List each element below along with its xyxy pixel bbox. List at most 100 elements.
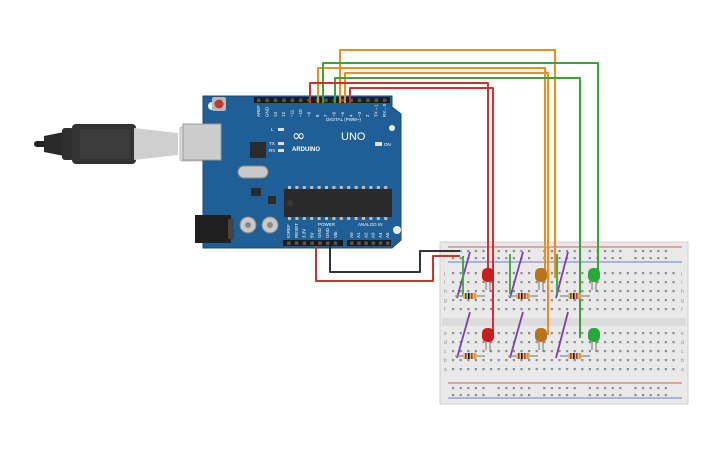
breadboard-hole[interactable] (467, 308, 470, 311)
analog-pin-socket[interactable] (357, 241, 361, 246)
rail-hole[interactable] (467, 387, 470, 390)
breadboard-hole[interactable] (619, 272, 622, 275)
breadboard-hole[interactable] (604, 350, 607, 353)
breadboard-hole[interactable] (672, 341, 675, 344)
breadboard-hole[interactable] (512, 308, 515, 311)
rail-hole[interactable] (611, 257, 614, 260)
rail-hole[interactable] (664, 387, 667, 390)
breadboard-hole[interactable] (634, 308, 637, 311)
rail-hole[interactable] (497, 257, 500, 260)
breadboard-hole[interactable] (474, 341, 477, 344)
rail-hole[interactable] (505, 394, 508, 397)
breadboard-hole[interactable] (566, 359, 569, 362)
rail-hole[interactable] (634, 250, 637, 253)
breadboard-hole[interactable] (626, 359, 629, 362)
rail-hole[interactable] (604, 250, 607, 253)
breadboard-hole[interactable] (604, 359, 607, 362)
breadboard-hole[interactable] (588, 299, 591, 302)
breadboard-hole[interactable] (520, 308, 523, 311)
breadboard-hole[interactable] (642, 290, 645, 293)
rail-hole[interactable] (452, 394, 455, 397)
breadboard-hole[interactable] (482, 341, 485, 344)
rail-hole[interactable] (459, 257, 462, 260)
breadboard-hole[interactable] (634, 350, 637, 353)
breadboard-hole[interactable] (535, 350, 538, 353)
breadboard-hole[interactable] (467, 359, 470, 362)
rail-hole[interactable] (619, 257, 622, 260)
breadboard-hole[interactable] (482, 281, 485, 284)
breadboard-hole[interactable] (566, 272, 569, 275)
breadboard-hole[interactable] (459, 359, 462, 362)
digital-pin-socket[interactable] (383, 98, 387, 103)
breadboard-hole[interactable] (664, 359, 667, 362)
breadboard-hole[interactable] (619, 359, 622, 362)
breadboard-hole[interactable] (649, 308, 652, 311)
rail-hole[interactable] (573, 250, 576, 253)
breadboard-hole[interactable] (611, 359, 614, 362)
digital-pin-socket[interactable] (349, 98, 353, 103)
digital-pin-socket[interactable] (282, 98, 286, 103)
rail-hole[interactable] (474, 387, 477, 390)
breadboard-hole[interactable] (490, 281, 493, 284)
breadboard-hole[interactable] (543, 350, 546, 353)
rail-hole[interactable] (452, 387, 455, 390)
breadboard-hole[interactable] (512, 299, 515, 302)
breadboard-hole[interactable] (543, 368, 546, 371)
breadboard-hole[interactable] (452, 308, 455, 311)
rail-hole[interactable] (512, 387, 515, 390)
digital-pin-socket[interactable] (366, 98, 370, 103)
breadboard-hole[interactable] (664, 332, 667, 335)
breadboard-hole[interactable] (573, 308, 576, 311)
breadboard-hole[interactable] (520, 341, 523, 344)
breadboard-hole[interactable] (634, 272, 637, 275)
breadboard-hole[interactable] (452, 341, 455, 344)
breadboard-hole[interactable] (604, 281, 607, 284)
digital-pin-socket[interactable] (290, 98, 295, 103)
breadboard-hole[interactable] (452, 272, 455, 275)
breadboard-hole[interactable] (657, 299, 660, 302)
power-pin-socket[interactable] (310, 241, 314, 246)
breadboard-hole[interactable] (672, 350, 675, 353)
breadboard-hole[interactable] (505, 350, 508, 353)
breadboard-hole[interactable] (604, 272, 607, 275)
rail-hole[interactable] (505, 387, 508, 390)
breadboard-hole[interactable] (497, 299, 500, 302)
breadboard-hole[interactable] (505, 359, 508, 362)
breadboard-hole[interactable] (664, 281, 667, 284)
breadboard-hole[interactable] (543, 299, 546, 302)
rail-hole[interactable] (657, 394, 660, 397)
breadboard-hole[interactable] (497, 281, 500, 284)
breadboard-hole[interactable] (581, 308, 584, 311)
breadboard-hole[interactable] (452, 290, 455, 293)
rail-hole[interactable] (550, 250, 553, 253)
breadboard-hole[interactable] (619, 368, 622, 371)
breadboard-hole[interactable] (459, 350, 462, 353)
breadboard-hole[interactable] (588, 350, 591, 353)
breadboard-hole[interactable] (657, 308, 660, 311)
breadboard-hole[interactable] (573, 290, 576, 293)
breadboard-hole[interactable] (566, 281, 569, 284)
breadboard-hole[interactable] (649, 281, 652, 284)
breadboard-hole[interactable] (490, 359, 493, 362)
breadboard-hole[interactable] (512, 350, 515, 353)
breadboard-hole[interactable] (573, 341, 576, 344)
breadboard-hole[interactable] (626, 350, 629, 353)
breadboard-hole[interactable] (558, 359, 561, 362)
rail-hole[interactable] (588, 250, 591, 253)
rail-hole[interactable] (505, 250, 508, 253)
breadboard-hole[interactable] (467, 299, 470, 302)
breadboard-hole[interactable] (550, 281, 553, 284)
breadboard-hole[interactable] (459, 299, 462, 302)
breadboard-hole[interactable] (626, 281, 629, 284)
rail-hole[interactable] (528, 250, 531, 253)
breadboard-hole[interactable] (657, 359, 660, 362)
rail-hole[interactable] (512, 257, 515, 260)
breadboard-hole[interactable] (452, 350, 455, 353)
breadboard-hole[interactable] (474, 308, 477, 311)
breadboard-hole[interactable] (528, 299, 531, 302)
breadboard-hole[interactable] (604, 299, 607, 302)
rail-hole[interactable] (505, 257, 508, 260)
breadboard-hole[interactable] (573, 272, 576, 275)
rail-hole[interactable] (634, 257, 637, 260)
rail-hole[interactable] (452, 257, 455, 260)
